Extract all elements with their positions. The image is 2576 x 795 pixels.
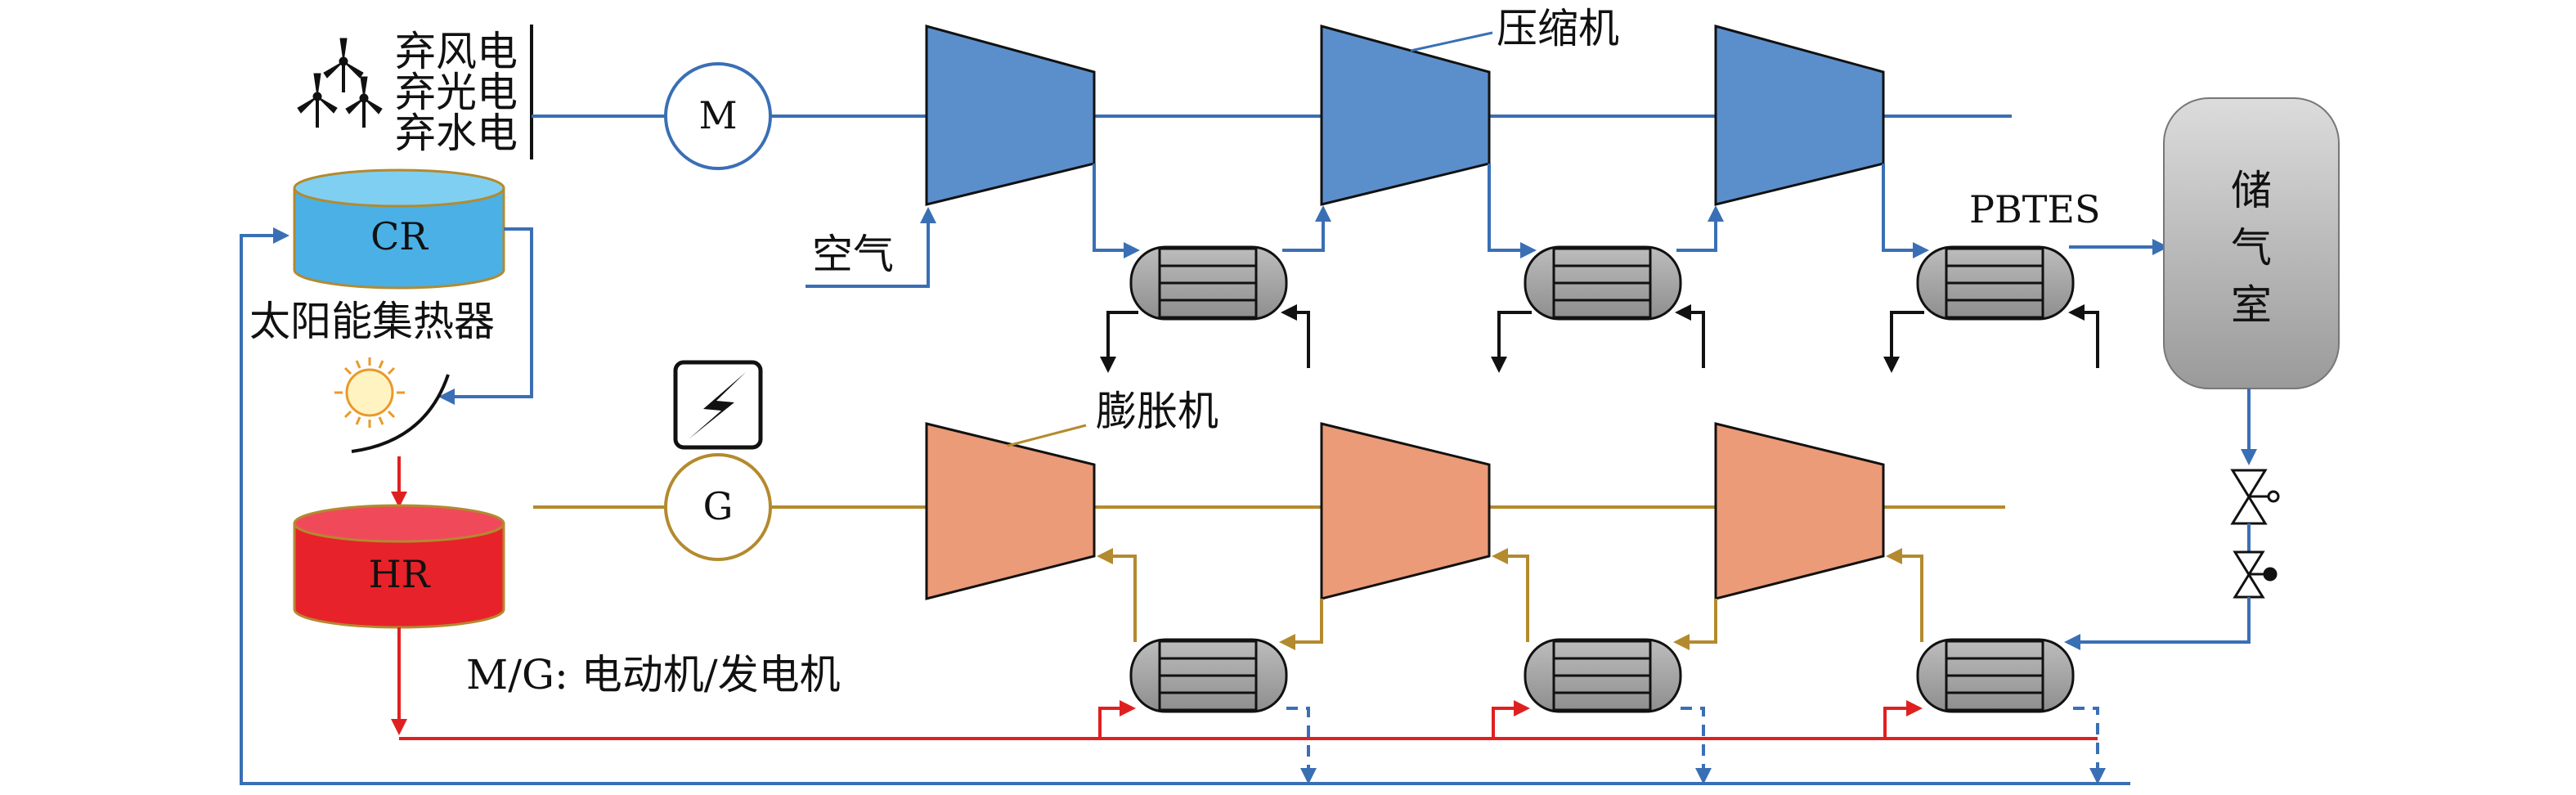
storage-chamber-label-3: 室 <box>2231 281 2272 329</box>
hot-reservoir <box>293 504 505 629</box>
flow-c1-hx1 <box>1093 164 1140 258</box>
compressor-label: 压缩机 <box>1497 5 1619 52</box>
flow-cr-to-collector <box>438 227 533 405</box>
air-label: 空气 <box>812 231 894 278</box>
solar-collector-mirror <box>351 374 450 453</box>
storage-chamber <box>2163 97 2340 389</box>
hot-reservoir-label: HR <box>369 552 431 596</box>
reheater-3 <box>1916 638 2075 713</box>
expander-1 <box>925 422 1096 600</box>
cold-reservoir <box>293 168 505 290</box>
cold-reservoir-label: CR <box>370 214 429 258</box>
flow-hx2-c3 <box>1676 205 1724 252</box>
source-wind-label: 弃风电 <box>395 28 518 75</box>
pressure-valve-2-icon <box>2233 550 2278 599</box>
flow-c2-hx2 <box>1488 164 1537 258</box>
flow-c3-hx3 <box>1882 164 1929 258</box>
reheater-2 <box>1524 638 1682 713</box>
lightning-icon <box>673 360 763 450</box>
wind-turbine-icons <box>297 38 383 128</box>
legend-mg: M/G: 电动机/发电机 <box>466 651 841 698</box>
flow-valve-to-hx6 <box>2064 597 2251 650</box>
flow-hx6-e3 <box>1886 548 1923 642</box>
pressure-valve-1-icon <box>2230 469 2280 525</box>
storage-chamber-label-2: 气 <box>2231 224 2272 272</box>
motor-circle <box>664 62 772 170</box>
expander-label: 膨胀机 <box>1096 388 1218 435</box>
generator-circle <box>664 453 772 561</box>
reheater-return-lines <box>1286 707 2106 784</box>
upper-coolant-loops <box>1100 304 2099 373</box>
expander-3 <box>1714 422 1885 600</box>
pbtes-label: PBTES <box>1969 187 2101 231</box>
compressor-3 <box>1714 25 1885 206</box>
hot-supply-branches <box>1098 700 1923 739</box>
motor-label: M <box>698 93 737 137</box>
flow-e2-hx4 <box>1279 599 1323 650</box>
compressor-2 <box>1320 25 1491 206</box>
intercooler-3 <box>1916 245 2075 321</box>
compressor-leader-line <box>1410 31 1493 52</box>
air-inlet-line <box>806 207 936 288</box>
sun-icon <box>334 357 405 428</box>
compressor-1 <box>925 25 1096 206</box>
flow-hx1-c2 <box>1282 205 1331 252</box>
source-solar-label: 弃光电 <box>395 69 518 116</box>
generator-label: G <box>703 484 734 528</box>
flow-hx4-e1 <box>1097 548 1137 642</box>
storage-chamber-label-1: 储 <box>2231 167 2272 214</box>
source-hydro-label: 弃水电 <box>395 110 518 157</box>
reheater-1 <box>1129 638 1288 713</box>
expander-2 <box>1320 422 1491 600</box>
cold-return-loop <box>240 227 2130 785</box>
expander-leader-line <box>1007 424 1087 447</box>
intercooler-2 <box>1524 245 1682 321</box>
flow-hx5-e2 <box>1492 548 1529 642</box>
flow-e3-hx5 <box>1673 599 1717 650</box>
intercooler-1 <box>1129 245 1288 321</box>
solar-collector-label: 太阳能集热器 <box>249 298 495 345</box>
